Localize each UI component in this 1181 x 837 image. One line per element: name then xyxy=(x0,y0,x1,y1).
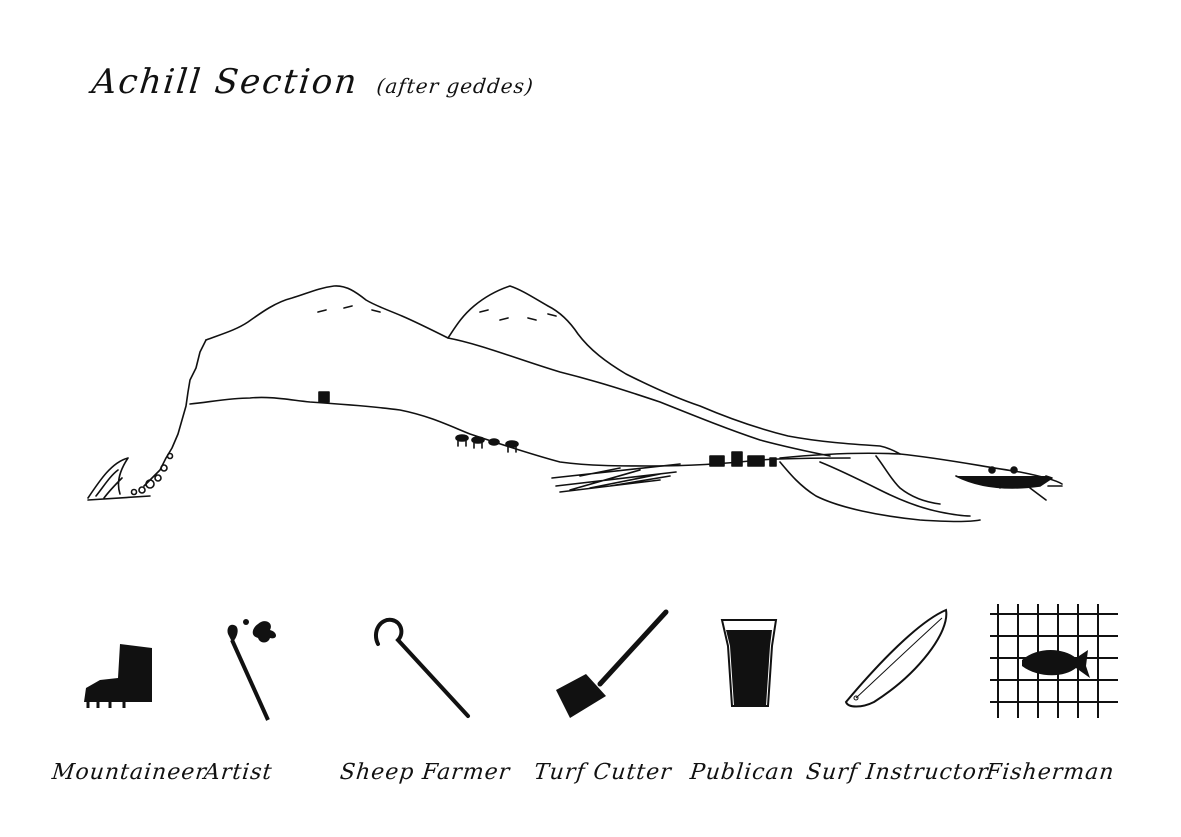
label-surf-instructor: Surf Instructor xyxy=(804,760,990,785)
fish-net-icon xyxy=(986,600,1122,722)
boat xyxy=(955,475,1053,489)
cliff-waves xyxy=(87,457,151,501)
mountain-ridge-left xyxy=(205,285,831,457)
pint-glass-icon xyxy=(718,616,780,710)
label-artist: Artist xyxy=(202,760,274,785)
label-publican: Publican xyxy=(688,760,797,785)
sheep-flock xyxy=(455,434,519,448)
mountain-ridge-right xyxy=(447,285,901,455)
paintbrush-icon xyxy=(216,616,286,724)
village xyxy=(709,451,777,467)
boot-icon xyxy=(80,640,160,710)
shepherd-crook-icon xyxy=(368,616,478,722)
label-turf-cutter: Turf Cutter xyxy=(532,760,674,785)
surf-wave xyxy=(819,461,971,517)
turf-field xyxy=(551,463,681,493)
cliff-face xyxy=(143,339,207,487)
turf-spade-icon xyxy=(552,608,672,724)
label-sheep-farmer: Sheep Farmer xyxy=(338,760,512,785)
surfboard-icon xyxy=(838,604,954,710)
label-fisherman: Fisherman xyxy=(984,760,1116,785)
label-mountaineer: Mountaineer xyxy=(50,760,209,785)
